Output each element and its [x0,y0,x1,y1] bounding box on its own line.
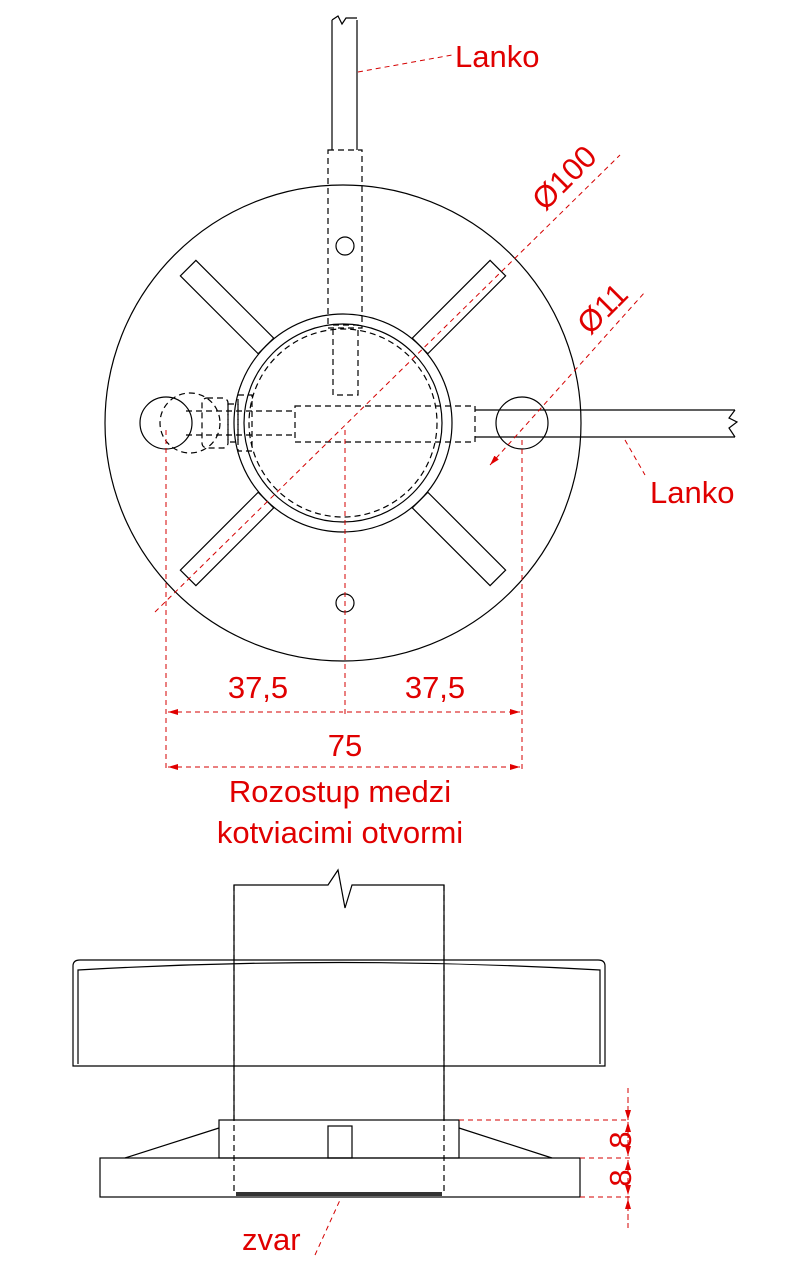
extension-lines [165,430,523,770]
tube-outer [233,313,453,533]
label-diameter-11: Ø11 [570,276,635,341]
rope-vertical [327,15,363,396]
small-hole-top [335,236,355,256]
leader-weld [314,1199,341,1256]
hidden-tube [233,885,445,1195]
base-plate [99,1157,581,1198]
extension-lines-side [459,1119,630,1198]
label-thickness-upper: 8 [603,1131,638,1148]
label-diameter-100: Ø100 [525,139,603,217]
label-rope-right: Lanko [650,475,734,510]
caption-line2: kotviacimi otvormi [217,815,463,850]
leader-rope-top [357,54,453,73]
base-plate-outline [104,184,582,662]
label-thickness-lower: 8 [603,1169,638,1186]
top-view: Lanko Ø100 Ø11 Lanko 37,5 37,5 75 Rozost… [104,15,739,850]
weld-seam [236,1192,442,1196]
label-weld: zvar [242,1222,301,1257]
label-half-left: 37,5 [228,670,288,705]
label-rope-top: Lanko [455,39,539,74]
tube-inner [243,323,443,523]
rope-horizontal [186,394,739,452]
gussets [124,1127,553,1159]
tube-hidden [248,328,438,518]
cover-body [72,959,606,1067]
label-half-right: 37,5 [405,670,465,705]
collar-hole [327,1125,353,1159]
label-total: 75 [328,728,362,763]
cover-inner [77,961,601,1064]
leader-rope-right [624,439,646,476]
ribs [179,259,507,587]
tube-stub [233,868,445,1120]
side-view: 8 8 zvar [72,868,638,1257]
diameter-11-line [489,291,646,466]
caption-line1: Rozostup medzi [229,774,451,809]
diameter-100-line [154,154,621,613]
hidden-nut [159,392,221,454]
